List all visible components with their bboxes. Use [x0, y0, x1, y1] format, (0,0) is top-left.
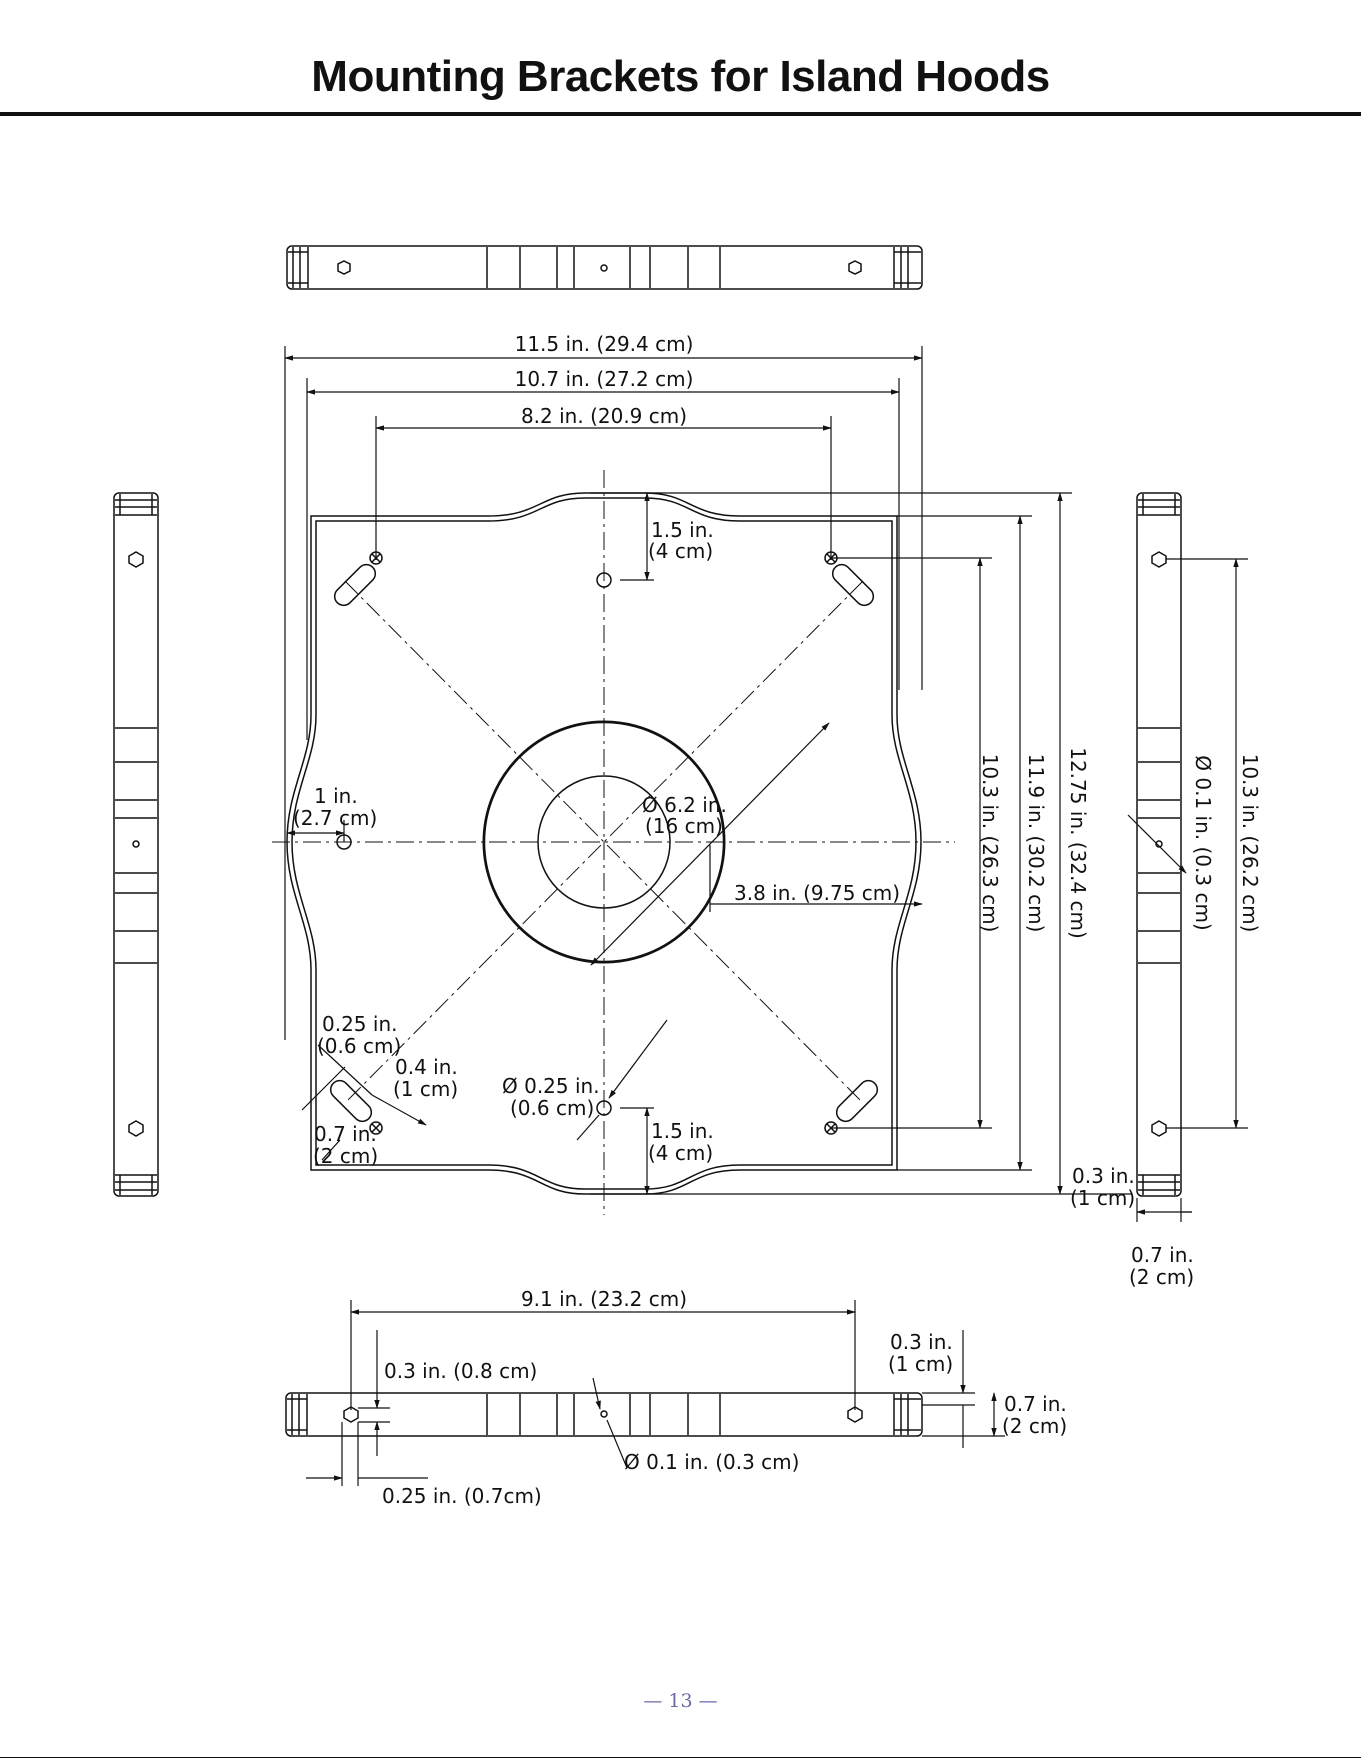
label-height-mid: 11.9 in. (30.2 cm)	[1024, 754, 1048, 933]
plate-holes	[329, 551, 879, 1135]
center-lines	[272, 470, 955, 1215]
label-circle-dia-cm: (16 cm)	[645, 814, 723, 838]
bottom-bar-dimensions	[306, 1300, 1005, 1486]
label-top-width-mid: 10.7 in. (27.2 cm)	[515, 367, 694, 391]
left-bracket-bar	[113, 492, 159, 1197]
label-slot-width-cm: (0.6 cm)	[317, 1034, 401, 1058]
page-title: Mounting Brackets for Island Hoods	[311, 52, 1050, 101]
label-left-hole-cm: (2.7 cm)	[293, 806, 377, 830]
right-height-dimensions	[645, 492, 1132, 1195]
label-bottom-hole-dia-in: Ø 0.25 in.	[502, 1074, 600, 1098]
bottom-bracket-bar	[285, 1392, 923, 1437]
label-bar-thickness-in: 0.3 in.	[890, 1330, 953, 1354]
label-center-hole-bottom-in: 1.5 in.	[651, 1119, 714, 1143]
top-dimensions	[284, 346, 923, 1040]
label-bar-height-cm: (2 cm)	[1002, 1414, 1067, 1438]
label-height-outer: 12.75 in. (32.4 cm)	[1066, 747, 1090, 939]
label-top-width-outer: 11.5 in. (29.4 cm)	[515, 332, 694, 356]
label-center-hole-top-cm: (4 cm)	[648, 539, 713, 563]
title-rule	[0, 112, 1361, 116]
page-number: — 13 —	[643, 1690, 718, 1712]
label-bar-center-hole: Ø 0.1 in. (0.3 cm)	[624, 1450, 799, 1474]
label-height-holes: 10.3 in. (26.3 cm)	[978, 754, 1002, 933]
label-slot-width-in: 0.25 in.	[322, 1012, 397, 1036]
label-circle-radius: 3.8 in. (9.75 cm)	[734, 881, 900, 905]
label-left-hole-in: 1 in.	[314, 784, 358, 808]
label-slot-len-in: 0.7 in.	[314, 1122, 377, 1146]
label-corner-offset-in: 0.3 in.	[1072, 1164, 1135, 1188]
label-side-hole-spacing: 10.3 in. (26.2 cm)	[1238, 754, 1262, 933]
label-center-hole-bottom-cm: (4 cm)	[648, 1141, 713, 1165]
label-circle-dia-in: Ø 6.2 in.	[642, 793, 727, 817]
plate-dimensions	[286, 492, 923, 1195]
label-bar-hole-spacing: 9.1 in. (23.2 cm)	[521, 1287, 687, 1311]
label-slot-len-cm: (2 cm)	[313, 1144, 378, 1168]
label-slot-gap-in: 0.4 in.	[395, 1055, 458, 1079]
label-bar-edge-offset: 0.25 in. (0.7cm)	[382, 1484, 542, 1508]
label-bar-height-in: 0.7 in.	[1004, 1392, 1067, 1416]
right-bar-dimensions	[1127, 558, 1248, 1222]
label-bar-hole-offset: 0.3 in. (0.8 cm)	[384, 1359, 537, 1383]
label-side-width-cm: (2 cm)	[1129, 1265, 1194, 1289]
label-center-hole-top-in: 1.5 in.	[651, 518, 714, 542]
bottom-rule	[0, 1757, 1361, 1758]
right-bracket-bar	[1136, 492, 1182, 1197]
label-slot-gap-cm: (1 cm)	[393, 1077, 458, 1101]
label-bottom-hole-dia-cm: (0.6 cm)	[510, 1096, 594, 1120]
label-side-width-in: 0.7 in.	[1131, 1243, 1194, 1267]
label-corner-offset-cm: (1 cm)	[1070, 1186, 1135, 1210]
label-bar-thickness-cm: (1 cm)	[888, 1352, 953, 1376]
label-side-hole-dia: Ø 0.1 in. (0.3 cm)	[1191, 755, 1215, 930]
top-bracket-bar	[286, 245, 923, 290]
label-top-width-holes: 8.2 in. (20.9 cm)	[521, 404, 687, 428]
